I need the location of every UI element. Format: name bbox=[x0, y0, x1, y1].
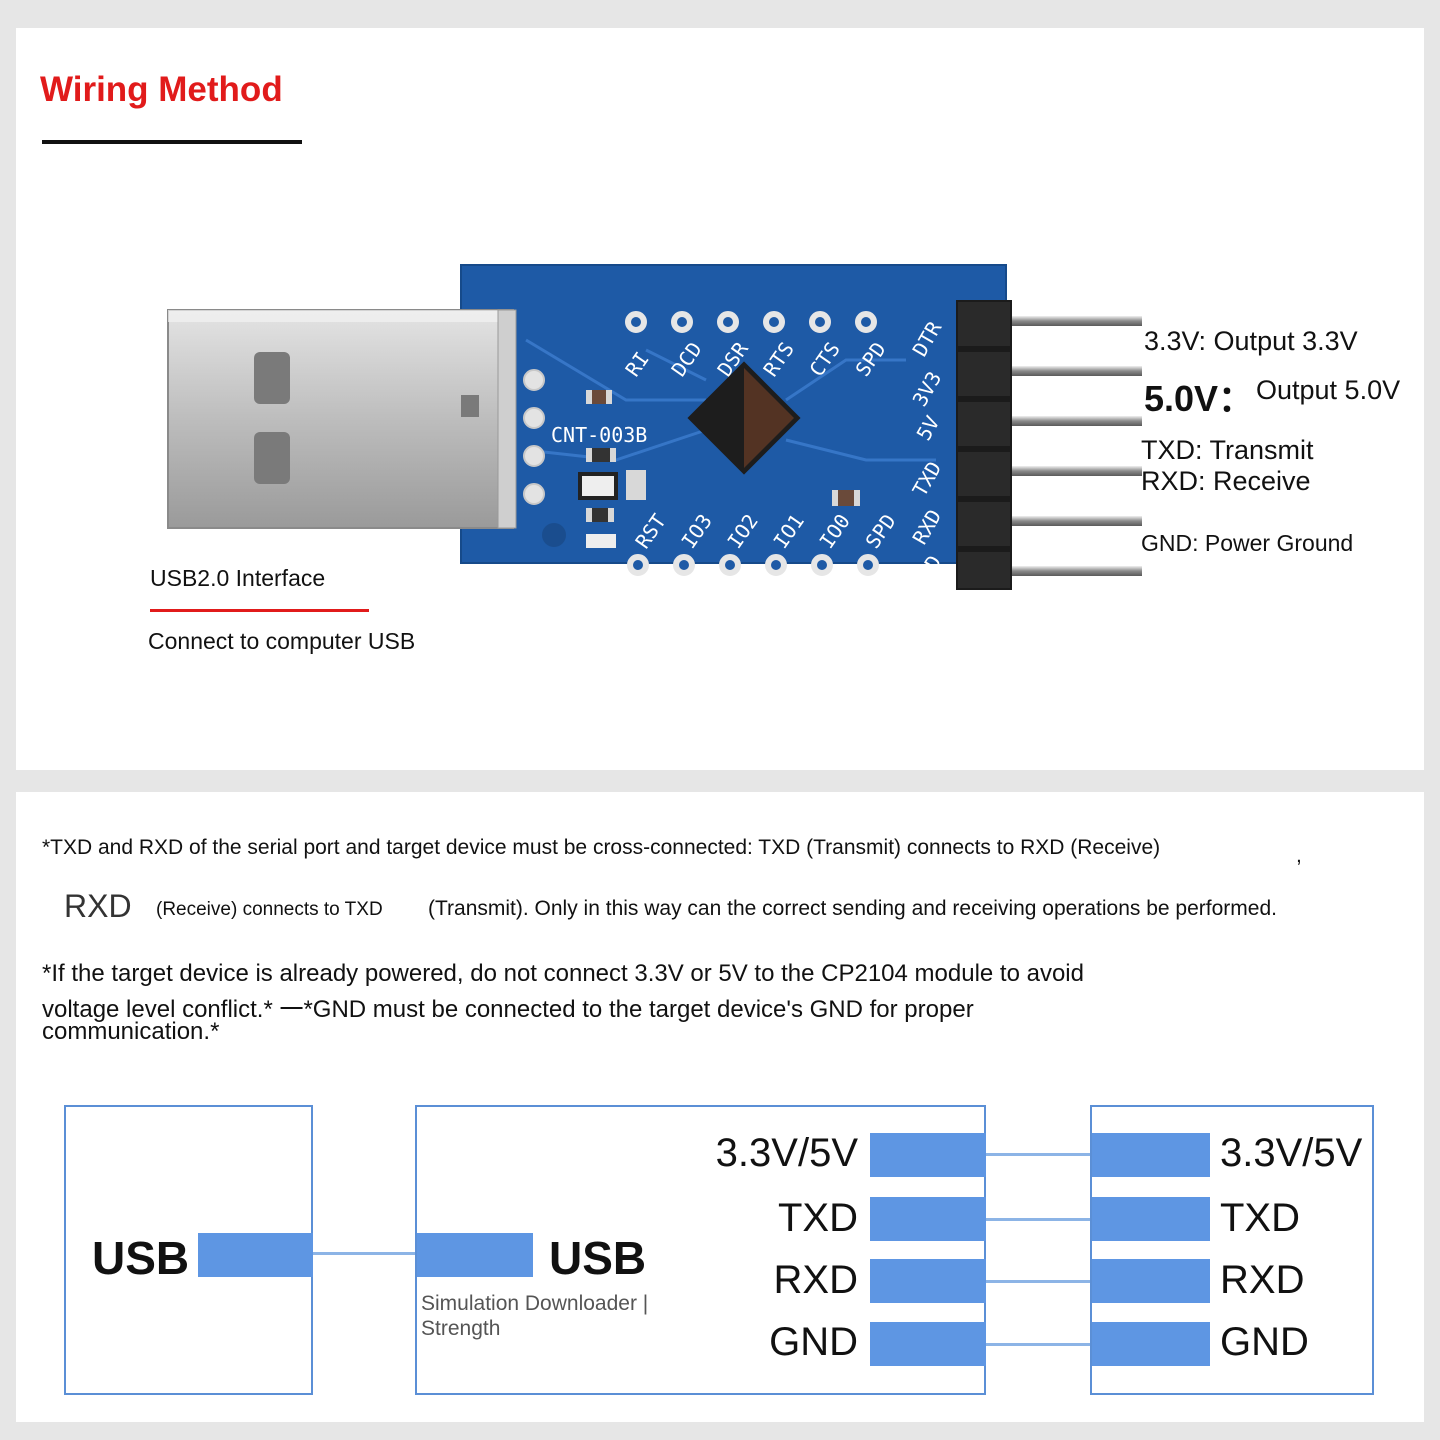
link-vcc bbox=[986, 1153, 1090, 1156]
link-txd bbox=[986, 1218, 1090, 1221]
module-caption-1: Simulation Downloader | bbox=[421, 1292, 649, 1315]
label-rxd: RXD: Receive bbox=[1141, 466, 1311, 496]
label-txd: TXD: Transmit bbox=[1141, 435, 1314, 465]
note-line-4: voltage level conflict.* 一*GND must be c… bbox=[42, 996, 974, 1023]
note-line-5: communication.* bbox=[42, 1018, 220, 1045]
header-pin-5v bbox=[1012, 416, 1142, 426]
note-line-1: *TXD and RXD of the serial port and targ… bbox=[42, 836, 1161, 859]
title-underline bbox=[42, 140, 302, 144]
wiring-panel: Wiring Method bbox=[16, 28, 1424, 770]
module-signal-vcc: 3.3V/5V bbox=[715, 1131, 858, 1175]
module-signal-gnd: GND bbox=[769, 1320, 858, 1364]
note-line-2-mid: (Receive) connects to TXD bbox=[156, 899, 383, 920]
pc-usb-label: USB bbox=[92, 1232, 190, 1284]
module-box: USB Simulation Downloader | Strength 3.3… bbox=[415, 1105, 986, 1395]
header-pin-dtr bbox=[1012, 316, 1142, 326]
header-pin-txd bbox=[1012, 466, 1142, 476]
target-port-gnd bbox=[1092, 1322, 1210, 1366]
usb-link-line bbox=[313, 1252, 415, 1255]
module-port-gnd bbox=[870, 1322, 986, 1366]
target-signal-gnd: GND bbox=[1220, 1320, 1309, 1364]
target-signal-vcc: 3.3V/5V bbox=[1220, 1131, 1363, 1175]
header-pin-3v3 bbox=[1012, 366, 1142, 376]
note-line-1-mark: , bbox=[1296, 844, 1302, 867]
target-port-vcc bbox=[1092, 1133, 1210, 1177]
note-line-3: *If the target device is already powered… bbox=[42, 960, 1084, 987]
module-signal-rxd: RXD bbox=[773, 1258, 858, 1302]
label-3v3: 3.3V: Output 3.3V bbox=[1144, 326, 1358, 356]
usb-connect-label: Connect to computer USB bbox=[148, 628, 416, 654]
module-port-vcc bbox=[870, 1133, 986, 1177]
module-port-txd bbox=[870, 1197, 986, 1241]
pc-box: USB bbox=[64, 1105, 313, 1395]
module-caption-2: Strength bbox=[421, 1317, 501, 1340]
header-pin-gnd bbox=[1012, 566, 1142, 576]
label-gnd: GND: Power Ground bbox=[1141, 530, 1354, 556]
link-rxd bbox=[986, 1280, 1090, 1283]
usb-interface-label: USB2.0 Interface bbox=[150, 565, 326, 591]
module-usb-label: USB bbox=[549, 1232, 647, 1284]
pc-usb-port bbox=[198, 1233, 313, 1277]
module-signal-txd: TXD bbox=[778, 1196, 858, 1240]
page-title: Wiring Method bbox=[40, 70, 283, 109]
board-code: CNT-003B bbox=[551, 423, 647, 447]
module-port-rxd bbox=[870, 1259, 986, 1303]
usb-plug bbox=[167, 309, 514, 529]
usb-serial-module-illustration: RI DCD DSR RTS CTS SPD RST IO3 IO2 IO1 I… bbox=[146, 260, 1146, 610]
target-signal-rxd: RXD bbox=[1220, 1258, 1305, 1302]
note-rxd-word: RXD bbox=[64, 888, 132, 924]
label-5v-desc: Output 5.0V bbox=[1256, 375, 1401, 405]
target-port-txd bbox=[1092, 1197, 1210, 1241]
header-pin-rxd bbox=[1012, 516, 1142, 526]
module-drawing: RI DCD DSR RTS CTS SPD RST IO3 IO2 IO1 I… bbox=[167, 264, 1142, 595]
label-5v-key: 5.0V： bbox=[1144, 378, 1255, 419]
usb-label-underline bbox=[150, 609, 369, 612]
note-line-2-end: (Transmit). Only in this way can the cor… bbox=[428, 897, 1277, 920]
target-device-box: 3.3V/5V TXD RXD GND bbox=[1090, 1105, 1374, 1395]
notes-and-diagram-panel: *TXD and RXD of the serial port and targ… bbox=[16, 792, 1424, 1422]
target-signal-txd: TXD bbox=[1220, 1196, 1300, 1240]
target-port-rxd bbox=[1092, 1259, 1210, 1303]
module-usb-port bbox=[417, 1233, 533, 1277]
link-gnd bbox=[986, 1343, 1090, 1346]
